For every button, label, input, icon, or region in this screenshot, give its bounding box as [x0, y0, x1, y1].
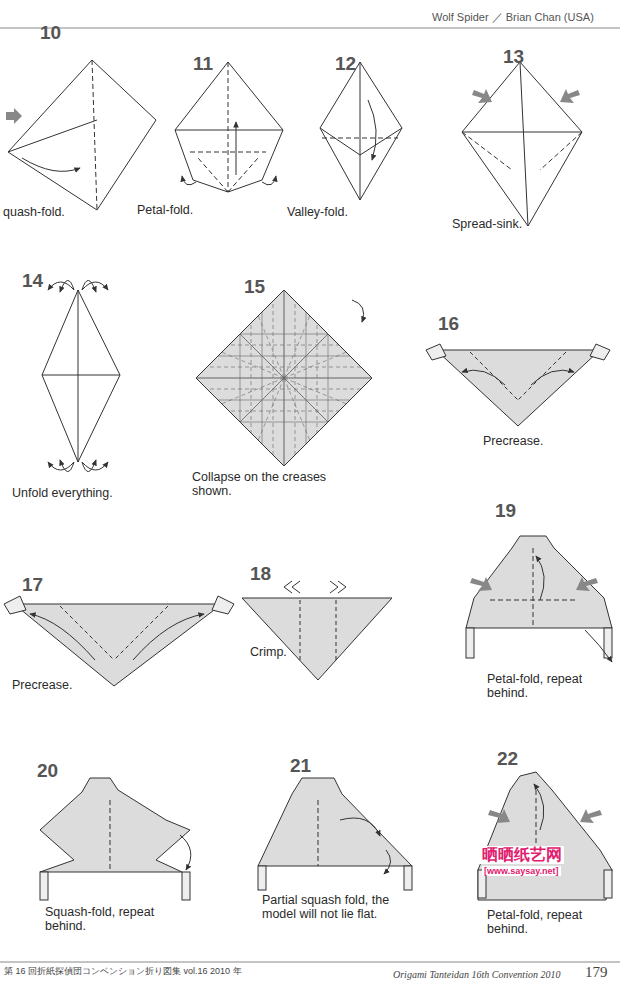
crease-line	[240, 334, 328, 422]
step-number: 20	[37, 760, 58, 782]
step-caption: Unfold everything.	[12, 486, 113, 500]
step-number: 13	[503, 46, 524, 68]
step-number: 16	[438, 313, 459, 335]
step-number: 19	[495, 500, 516, 522]
step-caption: quash-fold.	[3, 205, 65, 219]
watermark: 晒晒纸艺网	[480, 846, 564, 864]
step-caption: Precrease.	[12, 678, 72, 692]
crease-line	[284, 378, 318, 459]
step-caption: Petal-fold, repeat behind.	[487, 908, 612, 937]
footer-text: 第 16 回折紙探偵団コンベンション折り図集 vol.16 2010 年	[4, 966, 242, 976]
watermark: [www.saysay.net]	[482, 866, 561, 876]
crease-line	[284, 297, 318, 378]
step-number: 12	[335, 53, 356, 75]
crease-line	[284, 378, 285, 466]
step-number: 10	[40, 22, 61, 44]
step-number: 21	[290, 755, 311, 777]
crease-line	[196, 378, 284, 379]
crease-line	[284, 378, 372, 379]
crease-line	[284, 344, 365, 378]
step-caption: Squash-fold, repeat behind.	[45, 905, 185, 934]
footer-text: Origami Tanteidan 16th Convention 2010	[393, 969, 560, 981]
step-number: 17	[22, 574, 43, 596]
crease-line	[284, 290, 285, 378]
step-caption: Crimp.	[250, 645, 287, 659]
crease-line	[203, 344, 284, 378]
crease-line	[250, 378, 284, 459]
step-caption: Valley-fold.	[287, 205, 348, 219]
step-caption: Petal-fold.	[137, 203, 193, 217]
step-number: 18	[250, 563, 271, 585]
step-number: 11	[193, 53, 213, 75]
step-caption: Precrease.	[483, 434, 543, 448]
crease-line	[240, 334, 328, 422]
step-caption: Petal-fold, repeat behind.	[487, 672, 612, 701]
step-number: 15	[244, 276, 265, 298]
step-caption: Spread-sink.	[452, 217, 522, 231]
crease-line	[284, 378, 365, 412]
page-header: Wolf Spider ／ Brian Chan (USA)	[432, 11, 594, 24]
crease-line	[250, 297, 284, 378]
page-number: 179	[585, 964, 608, 981]
step-number: 22	[497, 748, 518, 770]
step-number: 14	[22, 270, 43, 292]
step-caption: Partial squash fold, the model will not …	[262, 893, 422, 922]
step-caption: Collapse on the creases shown.	[192, 470, 342, 499]
crease-line	[203, 378, 284, 412]
